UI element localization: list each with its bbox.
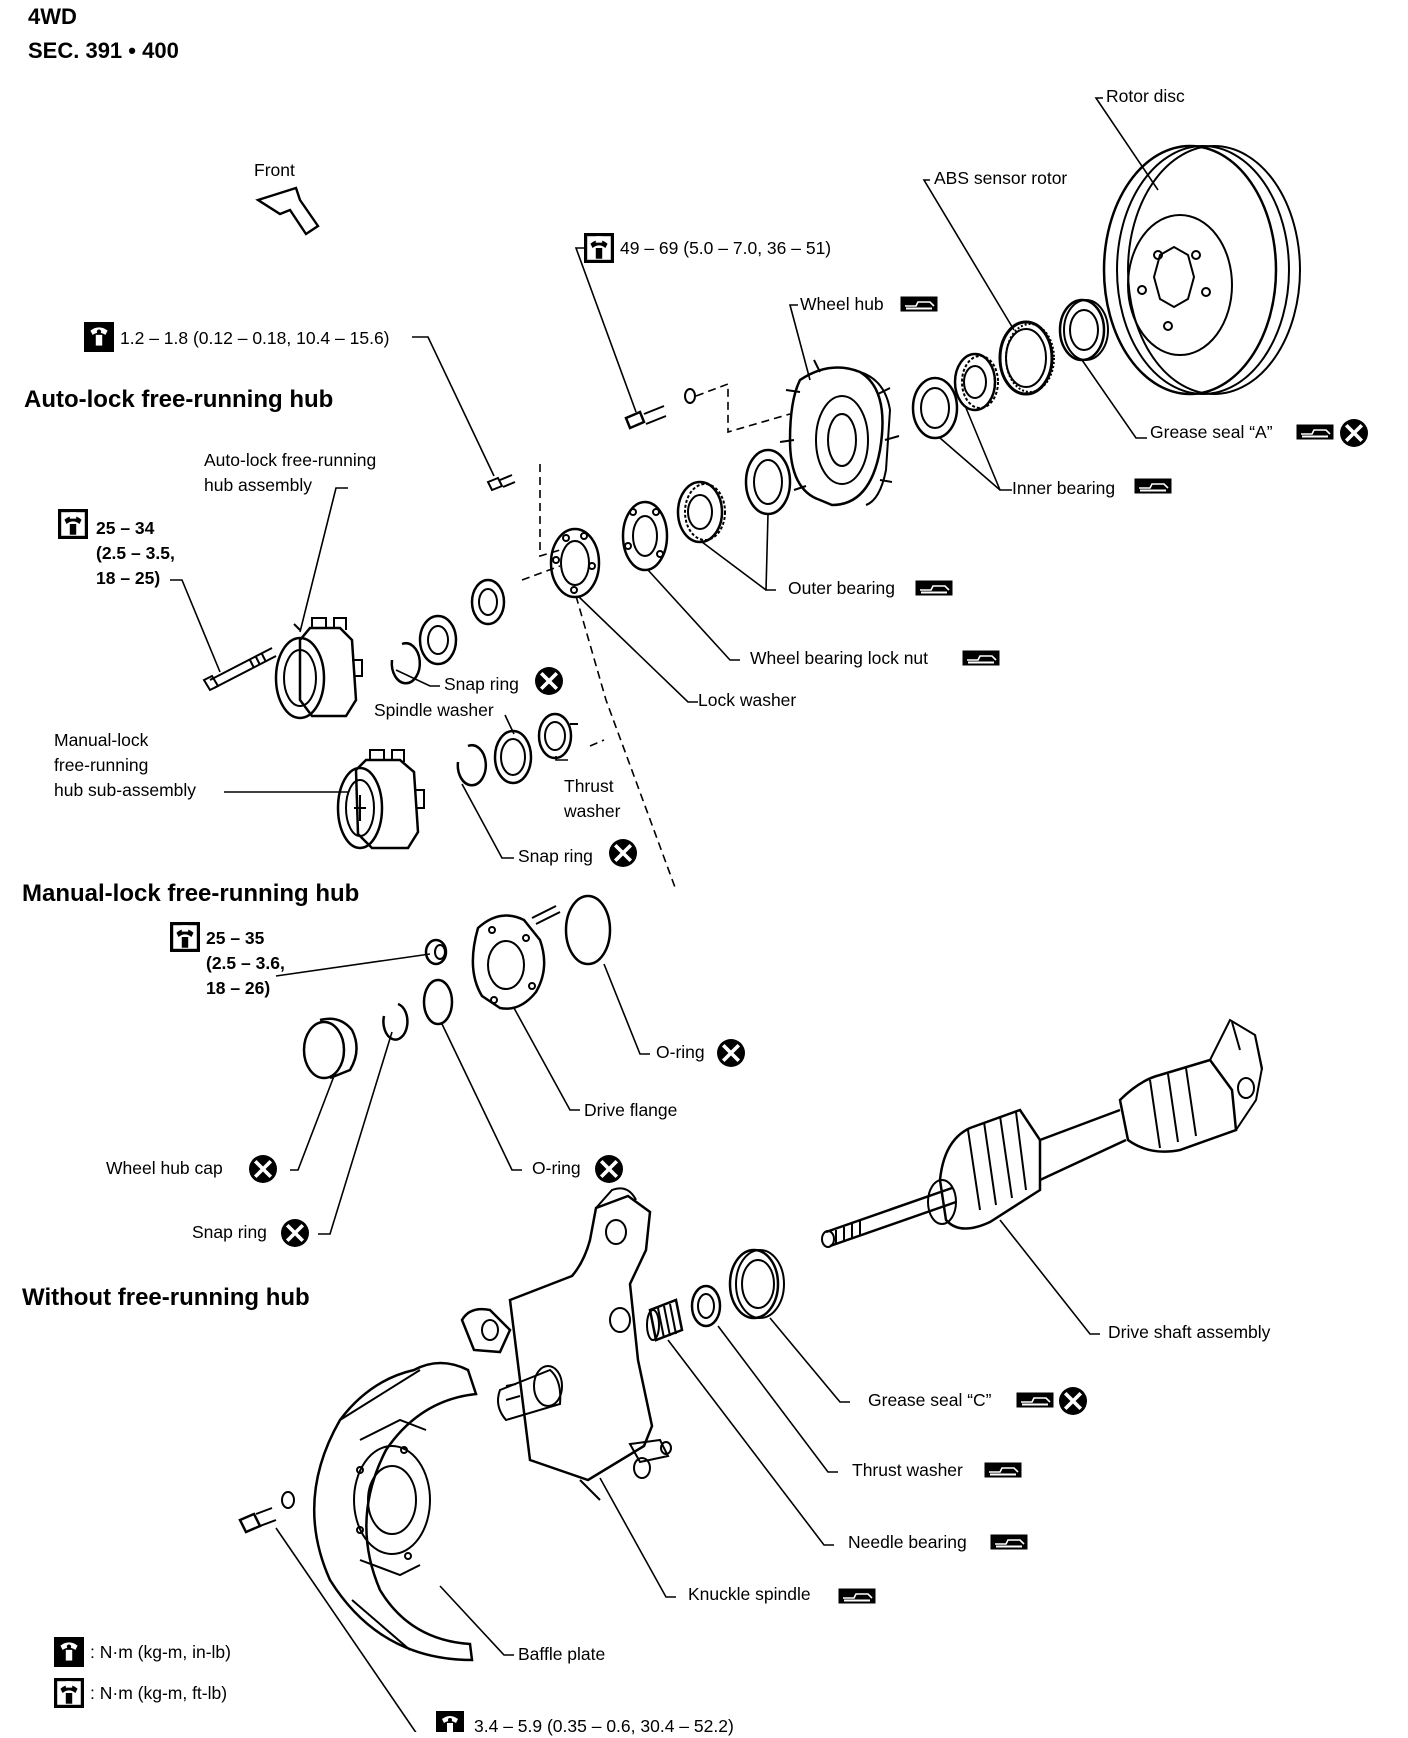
section-number: SEC. 391 • 400 xyxy=(28,38,179,63)
legend-in-lb: : N·m (kg-m, in-lb) xyxy=(90,1642,231,1662)
grease-gun-icon xyxy=(1134,478,1172,494)
wheel-hub xyxy=(779,359,900,507)
grease-gun-icon xyxy=(900,296,938,312)
x-circle-icon xyxy=(1058,1386,1088,1416)
label-abs-sensor-rotor: ABS sensor rotor xyxy=(934,168,1068,188)
grease-gun-icon xyxy=(1296,424,1334,440)
label-o-ring-2: O-ring xyxy=(532,1158,581,1178)
label-drive-shaft-assembly: Drive shaft assembly xyxy=(1108,1322,1271,1342)
grease-seal-c xyxy=(728,1248,785,1320)
hub-bolt xyxy=(624,388,696,430)
snap-ring-1 xyxy=(390,642,422,685)
label-grease-seal-c: Grease seal “C” xyxy=(868,1390,992,1410)
drive-flange-nut xyxy=(424,938,448,966)
label-wheel-hub: Wheel hub xyxy=(800,294,884,314)
label-torque-drive-flange-nut: 25 – 35 (2.5 – 3.6, 18 – 26) xyxy=(206,928,285,998)
grease-gun-icon xyxy=(984,1462,1022,1478)
x-circle-icon xyxy=(280,1218,310,1248)
abs-sensor-rotor xyxy=(998,320,1055,396)
grease-gun-icon xyxy=(962,650,1000,666)
label-torque-auto-lock-bolt: 25 – 34 (2.5 – 3.5, 18 – 25) xyxy=(96,518,175,588)
snap-ring-3 xyxy=(382,1002,409,1041)
label-thrust-washer-upper: Thrust washer xyxy=(564,776,621,821)
label-lock-washer: Lock washer xyxy=(698,690,797,710)
legend-ft-lb: : N·m (kg-m, ft-lb) xyxy=(90,1683,228,1703)
manual-lock-hub-sub-assembly xyxy=(336,749,425,850)
baffle-bolt xyxy=(238,1491,295,1534)
torque-wrench-in-lb-icon xyxy=(54,1637,84,1667)
x-circle-icon xyxy=(716,1038,746,1068)
thrust-washer-lower xyxy=(690,1284,722,1328)
torque-wrench-ft-lb-icon xyxy=(584,233,614,263)
torque-wrench-in-lb-icon xyxy=(84,322,114,352)
wheel-bearing-lock-nut xyxy=(621,500,669,572)
label-knuckle-spindle: Knuckle spindle xyxy=(688,1584,811,1604)
x-circle-icon xyxy=(608,838,638,868)
x-circle-icon xyxy=(534,666,564,696)
label-inner-bearing: Inner bearing xyxy=(1012,478,1116,498)
vehicle-type: 4WD xyxy=(28,4,77,29)
label-outer-bearing: Outer bearing xyxy=(788,578,896,598)
inner-bearing xyxy=(911,352,999,440)
label-torque-hub-screw: 1.2 – 1.8 (0.12 – 0.18, 10.4 – 15.6) xyxy=(120,328,390,348)
label-auto-lock-assembly: Auto-lock free-running hub assembly xyxy=(204,450,377,495)
baffle-plate xyxy=(312,1361,478,1662)
drive-shaft-assembly xyxy=(821,1018,1264,1248)
label-o-ring-1: O-ring xyxy=(656,1042,705,1062)
label-snap-ring-2: Snap ring xyxy=(518,846,593,866)
label-torque-baffle-bolt: 3.4 – 5.9 (0.35 – 0.6, 30.4 – 52.2) xyxy=(474,1716,734,1736)
grease-gun-icon xyxy=(990,1534,1028,1550)
label-wheel-bearing-lock-nut: Wheel bearing lock nut xyxy=(750,648,929,668)
o-ring-1 xyxy=(564,894,612,966)
label-grease-seal-a: Grease seal “A” xyxy=(1150,422,1273,442)
torque-wrench-ft-lb-icon xyxy=(170,922,200,952)
thrust-washer-upper xyxy=(537,712,578,760)
snap-ring-2 xyxy=(456,744,488,787)
label-spindle-washer: Spindle washer xyxy=(374,700,494,720)
auto-lock-hub-assembly xyxy=(274,617,363,720)
o-ring-2 xyxy=(422,978,454,1026)
torque-wrench-ft-lb-icon xyxy=(58,509,88,539)
section-without-hub: Without free-running hub xyxy=(22,1284,310,1311)
front-label: Front xyxy=(254,160,295,180)
outer-bearing xyxy=(676,448,792,544)
x-circle-icon xyxy=(594,1154,624,1184)
grease-gun-icon xyxy=(915,580,953,596)
spacer-washers xyxy=(418,578,506,666)
lock-washer xyxy=(549,527,601,599)
grease-gun-icon xyxy=(838,1588,876,1604)
section-manual-lock: Manual-lock free-running hub xyxy=(22,880,360,907)
auto-lock-screw xyxy=(486,474,516,492)
label-needle-bearing: Needle bearing xyxy=(848,1532,967,1552)
label-drive-flange: Drive flange xyxy=(584,1100,678,1120)
label-rotor-disc: Rotor disc xyxy=(1106,86,1185,106)
label-wheel-hub-cap: Wheel hub cap xyxy=(106,1158,223,1178)
drive-flange xyxy=(471,905,561,1010)
x-circle-icon xyxy=(1339,418,1369,448)
torque-wrench-in-lb-icon xyxy=(436,1711,464,1732)
grease-seal-a xyxy=(1058,298,1109,362)
label-torque-wheel-hub-bolt: 49 – 69 (5.0 – 7.0, 36 – 51) xyxy=(620,238,832,258)
label-baffle-plate: Baffle plate xyxy=(518,1644,606,1664)
rotor-disc xyxy=(1102,144,1301,396)
label-snap-ring-3: Snap ring xyxy=(192,1222,267,1242)
label-snap-ring-1: Snap ring xyxy=(444,674,519,694)
label-manual-lock-sub-assembly: Manual-lock free-running hub sub-assembl… xyxy=(54,730,197,800)
label-thrust-washer-lower: Thrust washer xyxy=(852,1460,963,1480)
knuckle-spindle xyxy=(460,1187,672,1501)
section-auto-lock: Auto-lock free-running hub xyxy=(24,386,334,413)
torque-wrench-ft-lb-icon xyxy=(54,1678,84,1708)
wheel-hub-cap xyxy=(302,1017,358,1080)
grease-gun-icon xyxy=(1016,1392,1054,1408)
front-arrow-icon xyxy=(255,186,320,236)
x-circle-icon xyxy=(248,1154,278,1184)
needle-bearing xyxy=(646,1298,684,1342)
auto-lock-bolt xyxy=(202,647,277,692)
